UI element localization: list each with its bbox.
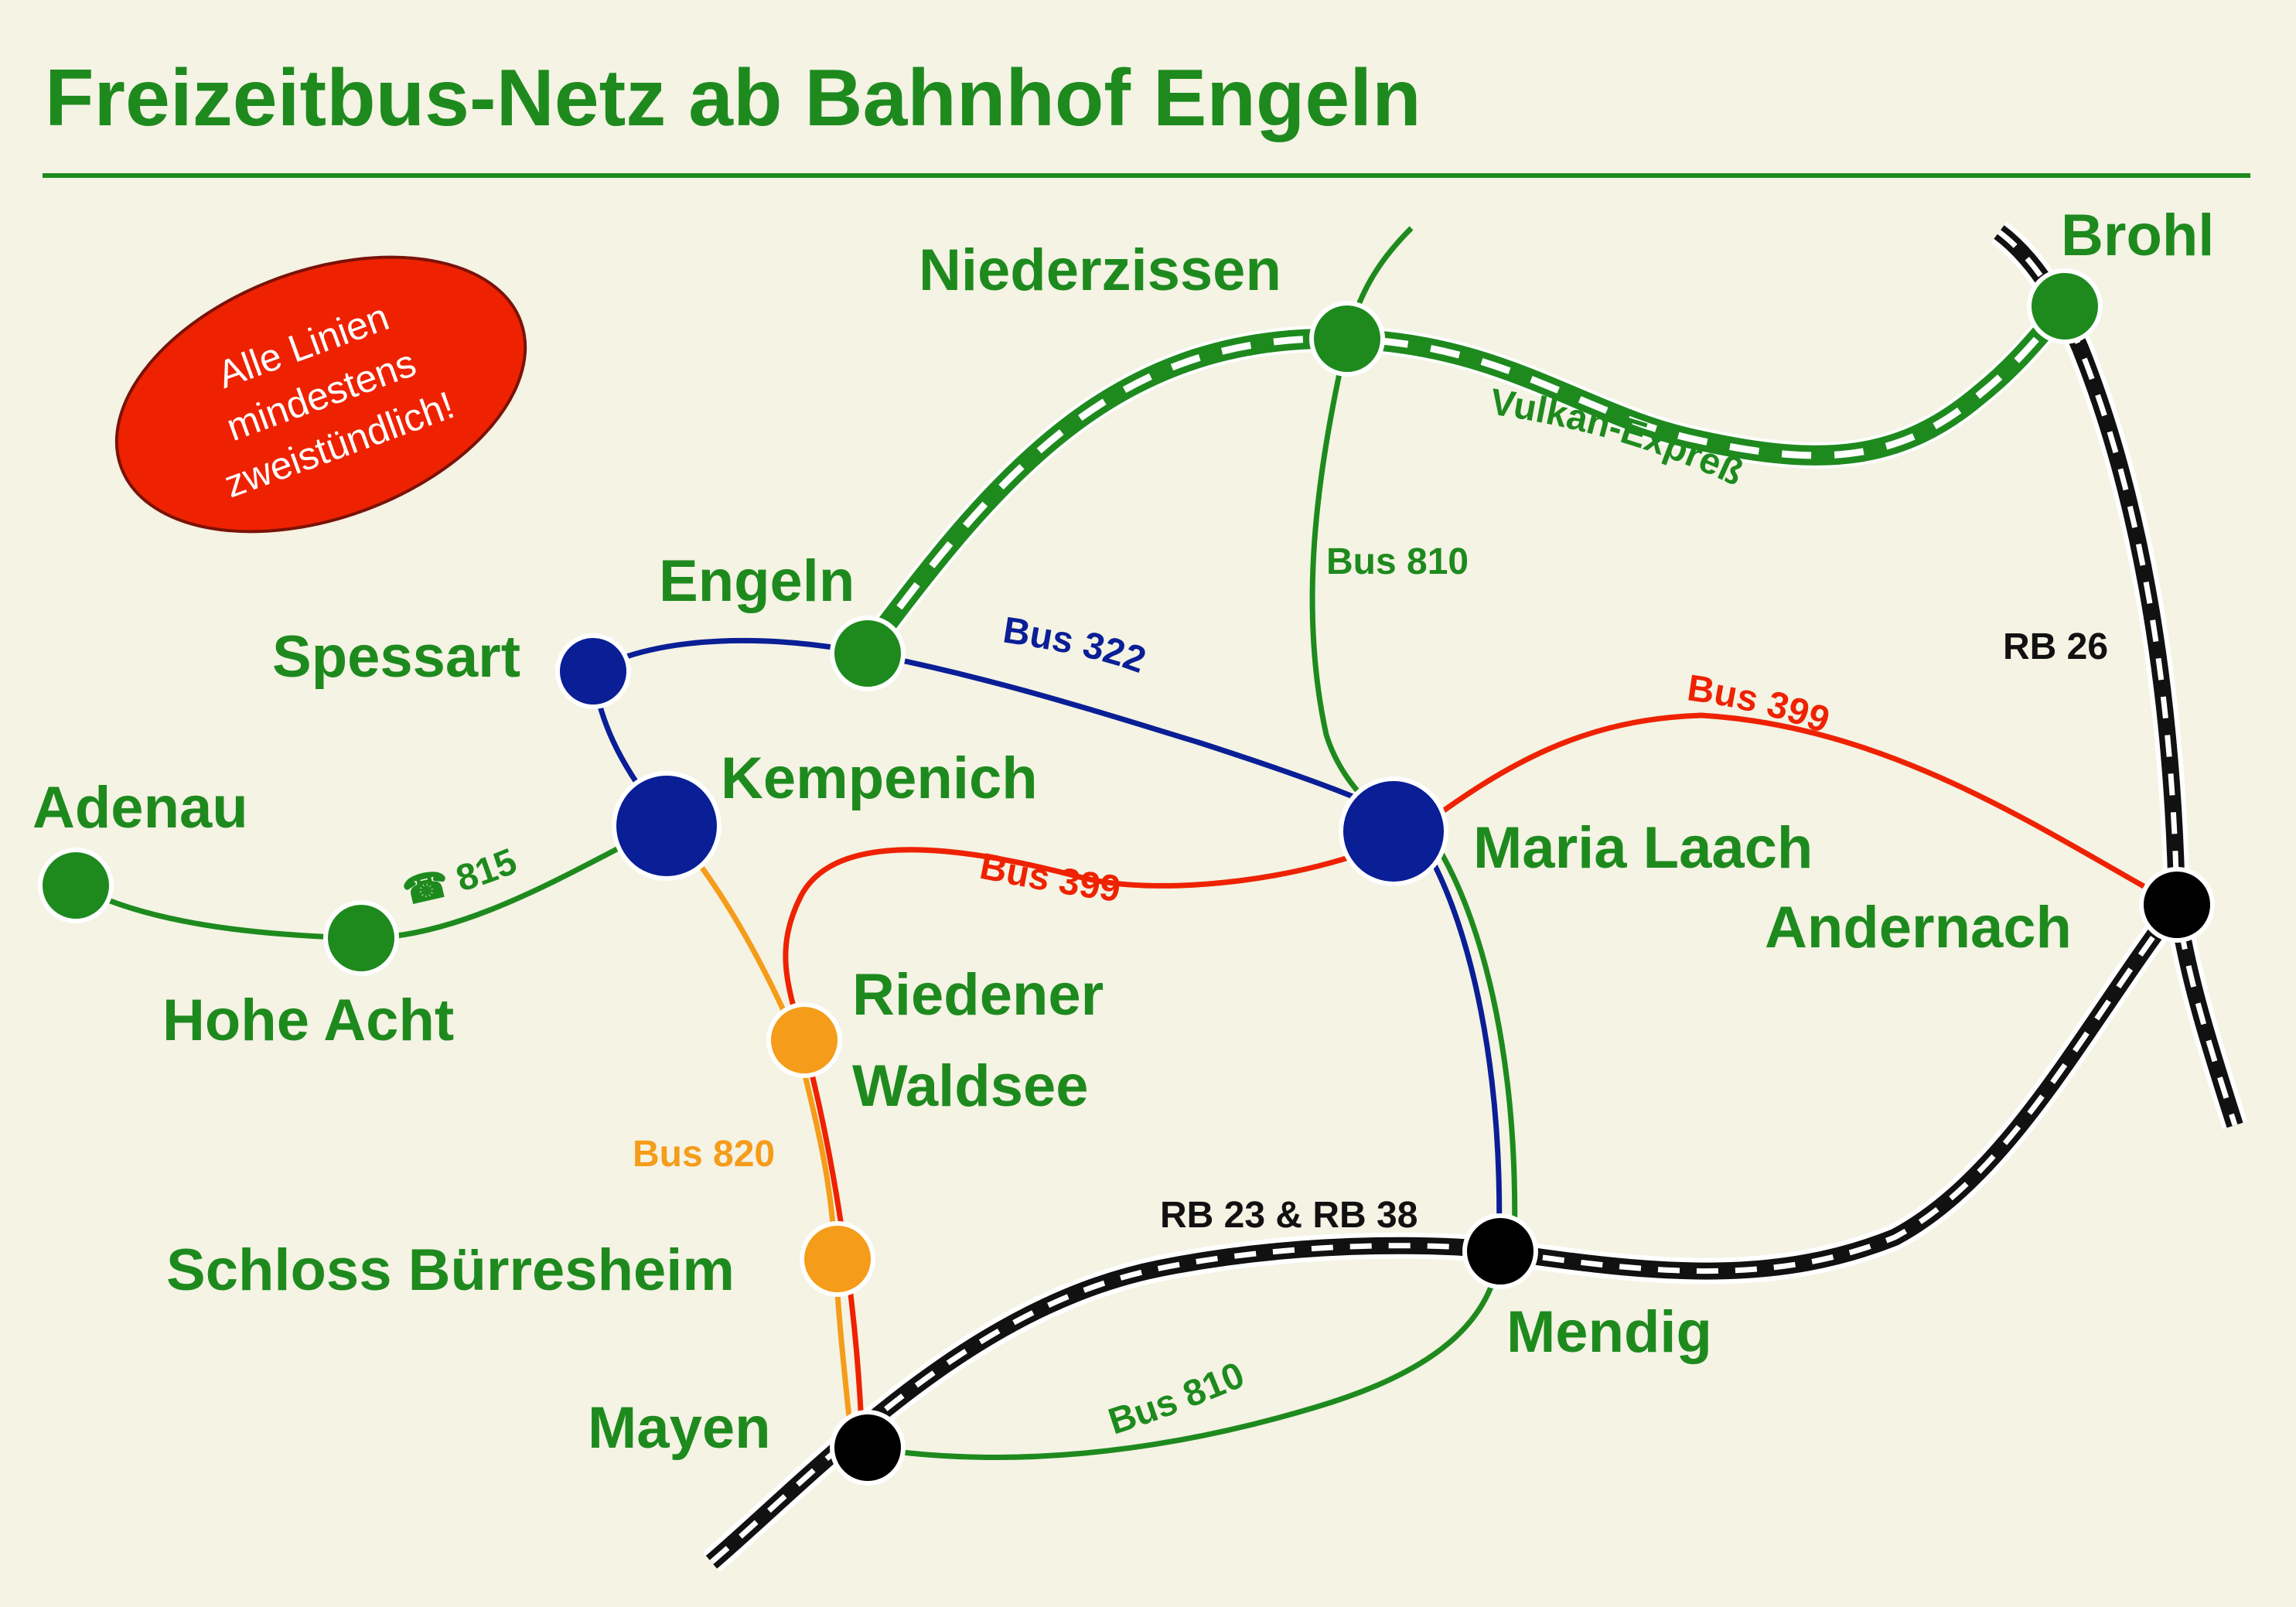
stop-brohl[interactable]: Brohl bbox=[2027, 203, 2214, 344]
bus-820-label: Bus 820 bbox=[633, 1134, 775, 1175]
stop-marker bbox=[830, 616, 906, 691]
page-title: Freizeitbus-Netz ab Bahnhof Engeln bbox=[45, 53, 1421, 143]
stop-mayen[interactable]: Mayen bbox=[588, 1395, 906, 1486]
line-vulkan-express bbox=[857, 226, 2075, 658]
stop-maria-laach[interactable]: Maria Laach bbox=[1339, 776, 1813, 886]
stop-label: Engeln bbox=[659, 548, 855, 614]
stop-label: Spessart bbox=[272, 624, 520, 690]
stop-label: Schloss Bürresheim bbox=[166, 1237, 735, 1303]
bus-322-label: Bus 322 bbox=[1001, 609, 1151, 681]
line-bus-810-north bbox=[1309, 338, 1416, 834]
stop-marker bbox=[612, 771, 722, 881]
stop-hohe-acht[interactable]: Hohe Acht bbox=[162, 900, 454, 1053]
stop-marker bbox=[2139, 867, 2215, 943]
line-bus-322-mendig bbox=[1426, 853, 1503, 1252]
stop-marker bbox=[2027, 268, 2103, 344]
rb-26-label: RB 26 bbox=[2003, 626, 2108, 667]
line-bus-399-east bbox=[1413, 712, 2178, 908]
stop-label: Maria Laach bbox=[1473, 815, 1813, 881]
note-bubble bbox=[114, 255, 527, 534]
rb-23-38-label: RB 23 & RB 38 bbox=[1160, 1195, 1418, 1236]
line-bus-810-mendig bbox=[1437, 849, 1518, 1252]
stop-marker bbox=[323, 900, 399, 976]
stop-marker bbox=[1309, 301, 1385, 377]
stop-marker bbox=[1339, 776, 1448, 886]
bus-810-north-label: Bus 810 bbox=[1326, 541, 1469, 582]
stop-engeln[interactable]: Engeln bbox=[659, 548, 906, 691]
stop-riedener-waldsee[interactable]: Riedener Waldsee bbox=[766, 962, 1104, 1119]
stop-label: Hohe Acht bbox=[162, 988, 454, 1053]
stop-marker bbox=[555, 633, 631, 709]
stop-adenau[interactable]: Adenau bbox=[32, 775, 248, 923]
stop-niederzissen[interactable]: Niederzissen bbox=[919, 237, 1385, 377]
bus-399-west-label: Bus 399 bbox=[977, 846, 1123, 910]
stop-label: Mendig bbox=[1506, 1299, 1712, 1365]
stop-marker bbox=[830, 1410, 906, 1486]
stop-andernach[interactable]: Andernach bbox=[1765, 867, 2215, 960]
stop-kempenich[interactable]: Kempenich bbox=[612, 745, 1038, 881]
stop-label: Adenau bbox=[32, 775, 248, 841]
stop-label: Waldsee bbox=[852, 1053, 1089, 1119]
stop-spessart[interactable]: Spessart bbox=[272, 624, 631, 709]
frequency-note: Alle Linien mindestens zweistündlich! bbox=[114, 255, 527, 534]
stop-marker bbox=[38, 848, 114, 923]
stop-label: Niederzissen bbox=[919, 237, 1281, 303]
stop-label: Brohl bbox=[2061, 203, 2214, 268]
stop-marker bbox=[1462, 1213, 1538, 1289]
stop-label: Kempenich bbox=[721, 745, 1038, 811]
stop-label: Andernach bbox=[1765, 895, 2072, 960]
line-bus-820 bbox=[664, 821, 855, 1448]
stop-schloss-buerresheim[interactable]: Schloss Bürresheim bbox=[166, 1221, 875, 1303]
line-bus-322 bbox=[592, 637, 1418, 834]
stop-marker bbox=[766, 1002, 842, 1078]
bus-399-east-label: Bus 399 bbox=[1685, 667, 1835, 741]
stop-marker bbox=[800, 1221, 875, 1297]
line-bus-399-west bbox=[783, 828, 1417, 1448]
stop-label: Mayen bbox=[588, 1395, 771, 1461]
stop-label: Riedener bbox=[852, 962, 1104, 1028]
line-bus-810-south bbox=[867, 1250, 1503, 1460]
stop-mendig[interactable]: Mendig bbox=[1462, 1213, 1712, 1365]
